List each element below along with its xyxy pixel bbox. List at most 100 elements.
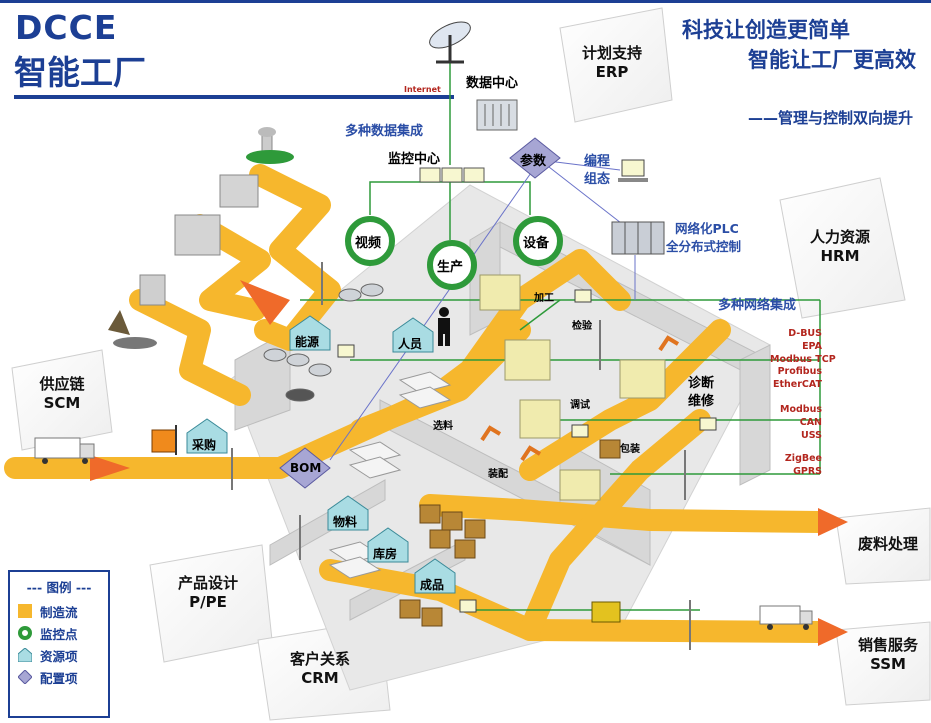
arrow-ssm [818,618,848,646]
plc-cabinet-icon [611,221,665,255]
resource-energy [289,315,331,351]
waste-note: 废料处理 [857,535,918,553]
pe-note: 产品设计 P/PE [168,574,248,612]
resource-purchase-label: 采购 [192,438,217,452]
satellite-dish-icon [429,21,471,64]
server-rack-icon [476,99,518,131]
programming-label-2: 组态 [584,172,611,187]
resource-staff-label: 人员 [398,337,423,351]
plc-label-1: 网络化PLC [675,221,739,236]
resource-items [186,315,456,594]
process-diagnosis-line-2: 维修 [688,393,715,409]
arrow-inbound [90,455,130,481]
monitor-screens-icon [419,167,485,183]
header-rule [14,95,454,99]
crm-note-line-1: 客户关系 [289,650,350,668]
process-diagnosis-line-1: 诊断 [688,376,715,391]
truck-inbound-icon [34,437,95,464]
crm-note-line-2: CRM [301,668,339,687]
resource-energy-label: 能源 [295,335,320,349]
network-gprs: GPRS [793,465,822,477]
process-debugging: 调试 [570,400,590,411]
arrow-waste [818,508,848,536]
hrm-note-line-1: 人力资源 [809,228,870,246]
erp-note-line-2: ERP [595,62,629,81]
monitor-point-production [427,240,477,290]
network-group-1: D-BUS EPA Modbus TCP Profibus EtherCAT [770,328,836,392]
scm-note-line-1: 供应链 [39,375,85,393]
monitor-point-equipment [513,216,563,266]
erp-note: 计划支持 ERP [572,44,652,82]
network-profibus: Profibus [777,366,822,378]
legend-label-config: 配置项 [40,670,78,686]
network-modbus-tcp: Modbus TCP [770,353,836,365]
resource-staff [392,317,434,353]
truck-outbound-icon [759,605,813,630]
plc-label-2: 全分布式控制 [666,239,742,254]
process-diagnosis: 诊断 维修 [688,375,714,410]
network-epa: EPA [802,340,822,352]
ssm-note-line-2: SSM [870,654,906,673]
scm-note-line-2: SCM [43,393,81,412]
network-modbus: Modbus [780,404,822,415]
config-bom [279,447,331,489]
resource-warehouse-label: 库房 [373,547,398,561]
camera-poles-icon [231,262,691,650]
legend-swatch-monitor [18,626,32,640]
legend-swatch-resource [18,648,32,662]
data-integration-label: 多种数据集成 [345,124,424,139]
monitor-equipment-label: 设备 [523,236,550,251]
legend-label-flow: 制造流 [40,604,78,620]
network-can: CAN [799,416,822,428]
ssm-note: 销售服务 SSM [850,636,926,674]
params-label: 参数 [520,154,547,169]
paper-waste [835,507,931,585]
network-title: 多种网络集成 [718,298,797,313]
storage-drums-icon [263,283,384,402]
network-lines-green [300,60,821,611]
process-machining: 加工 [534,293,554,304]
paper-scm [11,349,113,451]
process-inspection: 检验 [572,321,592,332]
data-center-label: 数据中心 [466,76,519,91]
legend-swatch-flow [18,604,32,618]
config-items [279,137,561,489]
config-bom-label: BOM [290,461,322,475]
paper-hrm [779,177,906,319]
legend-label-resource: 资源项 [40,648,78,664]
product-boxes-icon [399,439,621,627]
person-icon [438,307,450,346]
resource-material-label: 物料 [333,515,358,529]
power-plant-icon [108,127,294,349]
legend: --- 图例 --- 制造流 监控点 资源项 配置项 [8,570,110,718]
forklift-icon [151,425,621,623]
brand-code: DCCE [15,8,118,47]
monitor-video-label: 视频 [355,236,382,251]
resource-warehouse [367,527,409,563]
hrm-note: 人力资源 HRM [800,228,880,266]
resource-product [414,558,456,594]
crm-note: 客户关系 CRM [280,650,360,688]
resource-purchase [186,418,228,454]
paper-ssm [835,621,931,706]
legend-item-resource: 资源项 [18,644,108,666]
ssm-note-line-1: 销售服务 [857,636,918,654]
process-assembly: 装配 [488,469,508,480]
legend-item-flow: 制造流 [18,600,108,622]
network-uss: USS [801,429,822,441]
brand-name: 智能工厂 [14,53,146,92]
process-sorting: 选料 [433,421,453,432]
config-params [509,137,561,179]
network-group-3: ZigBee GPRS [770,453,822,479]
terminal-icons [337,289,717,613]
programming-terminal-icon [618,159,648,182]
machines-icon [479,274,666,501]
network-ethercat: EtherCAT [773,379,822,391]
pe-note-line-2: P/PE [189,592,227,611]
monitor-production-label: 生产 [437,260,464,275]
erp-note-line-1: 计划支持 [581,44,642,62]
legend-label-monitor: 监控点 [40,626,78,642]
paper-erp [559,7,673,123]
